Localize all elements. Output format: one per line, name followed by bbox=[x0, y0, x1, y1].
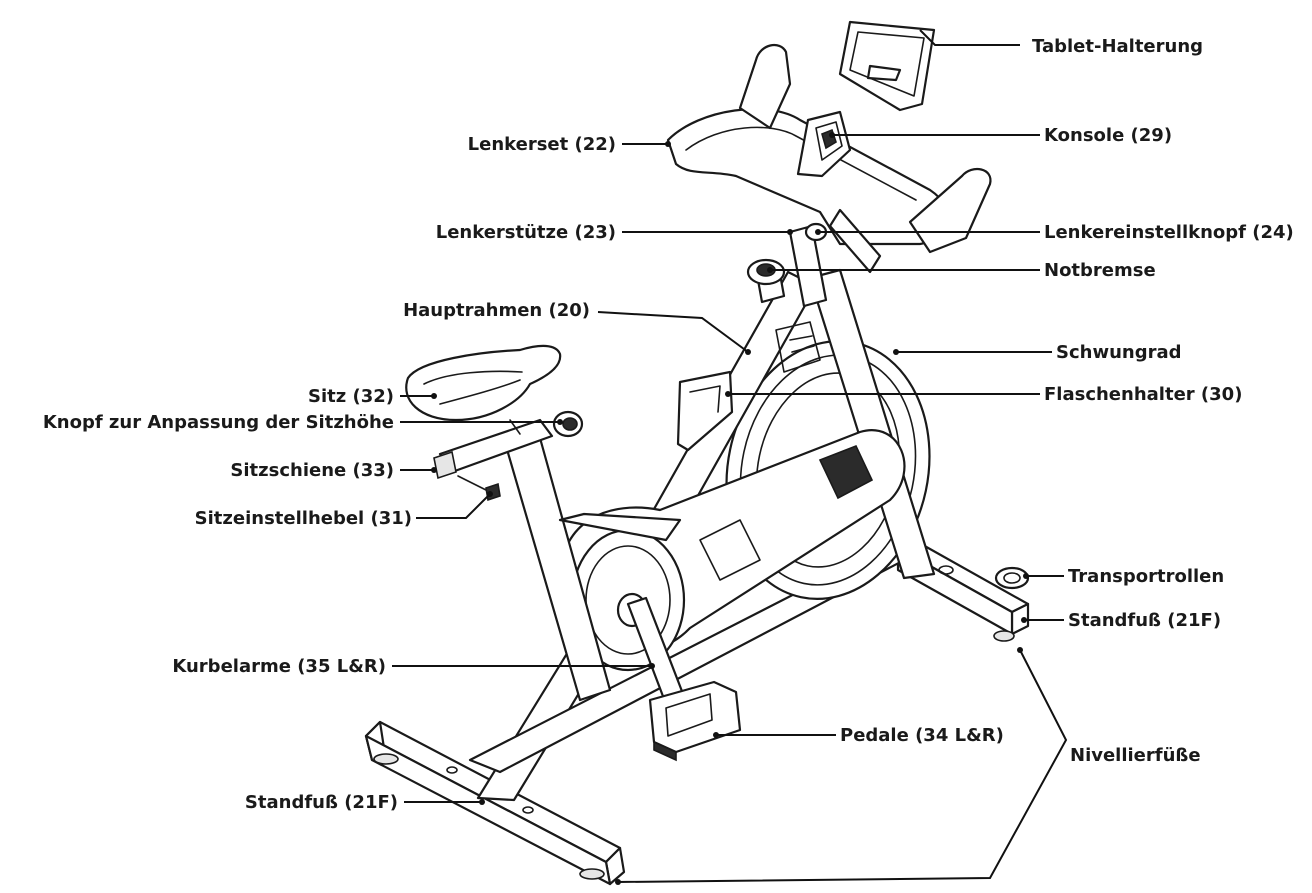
label-handlebar-knob: Lenkereinstellknopf (24) bbox=[1044, 222, 1294, 243]
tablet-holder bbox=[838, 20, 936, 112]
label-handlebar-post: Lenkerstütze (23) bbox=[436, 222, 616, 243]
label-transport-wheels: Transportrollen bbox=[1068, 566, 1224, 587]
console bbox=[796, 110, 852, 178]
labels: Tablet-Halterung Lenkerset (22) Konsole … bbox=[43, 36, 1294, 813]
label-handlebar-set: Lenkerset (22) bbox=[468, 134, 616, 155]
label-seat-lever: Sitzeinstellhebel (31) bbox=[195, 508, 412, 529]
label-pedals: Pedale (34 L&R) bbox=[840, 725, 1004, 746]
bottle-holder bbox=[676, 370, 734, 452]
handlebar-post bbox=[788, 224, 828, 308]
label-seat: Sitz (32) bbox=[308, 386, 394, 407]
leader-leveling-feet bbox=[617, 649, 1068, 883]
bike-illustration bbox=[364, 20, 1030, 886]
leader-lines bbox=[392, 29, 1068, 883]
leader-tablet-holder bbox=[919, 29, 1020, 46]
label-stabilizer-rear: Standfuß (21F) bbox=[245, 792, 398, 813]
label-console: Konsole (29) bbox=[1044, 125, 1172, 146]
label-stabilizer-front: Standfuß (21F) bbox=[1068, 610, 1221, 631]
label-seat-rail: Sitzschiene (33) bbox=[230, 460, 394, 481]
leader-seat-lever bbox=[416, 493, 491, 519]
callout-dots bbox=[431, 132, 1029, 885]
resistance-mechanism bbox=[775, 321, 821, 373]
seat-height-knob bbox=[552, 410, 584, 438]
label-main-frame: Hauptrahmen (20) bbox=[403, 300, 590, 321]
label-leveling-feet: Nivellierfüße bbox=[1070, 745, 1201, 766]
label-emergency-brake: Notbremse bbox=[1044, 260, 1156, 281]
leader-main-frame bbox=[597, 311, 749, 353]
emergency-brake-knob bbox=[746, 258, 786, 304]
label-bottle-holder: Flaschenhalter (30) bbox=[1044, 384, 1242, 405]
transport-wheel bbox=[994, 566, 1030, 590]
label-crank-arms: Kurbelarme (35 L&R) bbox=[172, 656, 386, 677]
top-connector bbox=[558, 512, 682, 542]
label-flywheel: Schwungrad bbox=[1056, 342, 1182, 363]
label-tablet-holder: Tablet-Halterung bbox=[1032, 36, 1203, 57]
label-seat-height-knob: Knopf zur Anpassung der Sitzhöhe bbox=[43, 412, 394, 433]
